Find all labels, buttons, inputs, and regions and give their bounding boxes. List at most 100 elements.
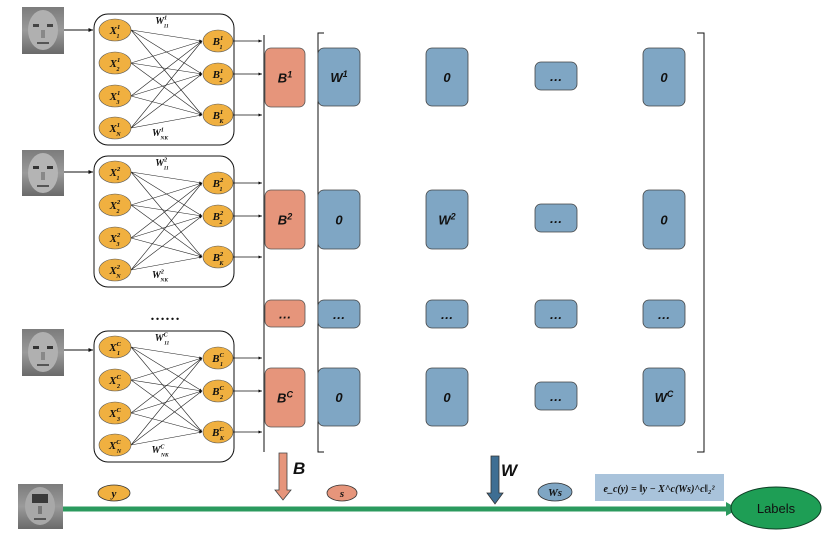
w-matrix-cell xyxy=(534,203,578,233)
network-connection xyxy=(130,412,203,433)
w-matrix-cell-label: … xyxy=(333,307,346,322)
b-block xyxy=(264,367,306,428)
network-connection xyxy=(130,346,203,359)
w-matrix-cell-label: … xyxy=(658,307,671,322)
arrow-w-label: W xyxy=(501,461,519,480)
network-ellipsis: …… xyxy=(150,308,180,324)
network-connection xyxy=(130,73,203,97)
matrix-right-bracket xyxy=(697,32,705,453)
network-connection xyxy=(130,114,203,129)
input-node xyxy=(98,160,132,184)
network-connection xyxy=(130,40,203,129)
face-thumbnail-icon xyxy=(22,329,64,376)
formula-box xyxy=(595,474,724,501)
network-connection xyxy=(130,215,203,271)
network-connection xyxy=(130,215,203,239)
w-matrix-cell-label: … xyxy=(441,307,454,322)
w-matrix-cell xyxy=(425,189,469,250)
network-connection xyxy=(130,379,203,433)
network-connection xyxy=(130,182,203,206)
input-node xyxy=(98,84,132,108)
s-label: s xyxy=(339,488,344,500)
w-matrix-cell xyxy=(642,367,686,427)
input-node xyxy=(98,401,132,425)
w-matrix-cell xyxy=(425,367,469,427)
w-matrix-cell-label: … xyxy=(550,69,563,84)
network-connection xyxy=(130,73,203,129)
b-block-label: … xyxy=(279,307,292,322)
b-block xyxy=(264,47,306,108)
network-connection xyxy=(130,357,203,446)
network-box xyxy=(93,330,235,463)
w-matrix-cell-label: 0 xyxy=(335,213,343,228)
b-block xyxy=(264,299,306,328)
network-connection xyxy=(130,40,203,64)
w-matrix-cell-label: … xyxy=(550,211,563,226)
network-connection xyxy=(130,182,203,239)
network-connection xyxy=(130,40,203,97)
w-matrix-cell xyxy=(642,189,686,250)
w-matrix-cell xyxy=(534,381,578,411)
formula-text: e_c(y) = ‖y − X^c(Ws)^c‖₂² xyxy=(604,484,716,495)
network-connection xyxy=(130,390,203,414)
input-node xyxy=(98,226,132,250)
b-block xyxy=(264,189,306,250)
b-block-label: B1 xyxy=(278,70,292,86)
network-connection xyxy=(130,29,203,42)
w-matrix-cell-label: 0 xyxy=(660,70,668,85)
network-connection xyxy=(130,204,203,258)
network-connection xyxy=(130,357,203,414)
network-connection xyxy=(130,171,203,184)
input-node xyxy=(98,335,132,359)
w-matrix-cell xyxy=(642,299,686,329)
w-matrix-cell-label: … xyxy=(550,307,563,322)
face-thumbnail-icon xyxy=(18,484,63,529)
w-matrix-cell xyxy=(317,189,361,250)
w-down-arrow xyxy=(486,455,504,505)
labels-ellipse xyxy=(730,486,822,530)
y-ellipse xyxy=(97,484,131,502)
input-node xyxy=(98,258,132,282)
network-connection xyxy=(130,171,203,258)
network-box xyxy=(93,13,235,146)
y-label: y xyxy=(110,488,117,500)
b-down-arrow xyxy=(274,452,292,501)
network-connection xyxy=(130,357,203,381)
face-thumbnail-icon xyxy=(22,150,64,196)
w-matrix-cell-label: 0 xyxy=(443,390,451,405)
network-connection xyxy=(130,182,203,271)
input-node xyxy=(98,51,132,75)
w-matrix-cell-label: … xyxy=(550,389,563,404)
w-matrix-cell xyxy=(317,47,361,107)
input-node xyxy=(98,193,132,217)
w-matrix-cell-label: 0 xyxy=(660,213,668,228)
labels-text: Labels xyxy=(757,501,796,516)
w-matrix-cell-label: W1 xyxy=(330,69,347,85)
network-box xyxy=(93,155,235,288)
input-node xyxy=(98,433,132,457)
w-matrix-cell-label: 0 xyxy=(335,390,343,405)
ws-ellipse xyxy=(537,482,573,502)
